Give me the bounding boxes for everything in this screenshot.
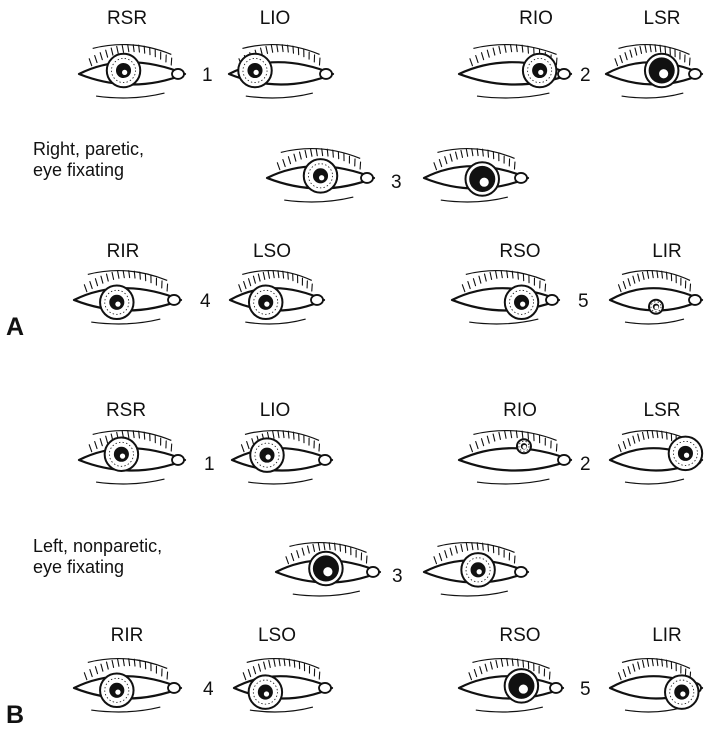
muscle-label-lir: LIR bbox=[652, 626, 682, 645]
muscle-label-lso: LSO bbox=[258, 626, 296, 645]
position-number-4: 4 bbox=[200, 292, 211, 311]
position-number-2: 2 bbox=[580, 455, 591, 474]
muscle-label-lsr: LSR bbox=[644, 401, 681, 420]
eye-a2-right bbox=[455, 38, 575, 100]
fixation-description: Left, nonparetic, eye fixating bbox=[33, 536, 162, 577]
eye-b3-right bbox=[272, 536, 384, 598]
muscle-label-lsr: LSR bbox=[644, 9, 681, 28]
muscle-label-rsr: RSR bbox=[107, 9, 147, 28]
eye-a5-left bbox=[606, 264, 706, 326]
muscle-label-rsr: RSR bbox=[106, 401, 146, 420]
eye-a1-left bbox=[225, 38, 337, 100]
position-number-1: 1 bbox=[202, 66, 213, 85]
panel-label-a: A bbox=[6, 315, 24, 340]
position-number-2: 2 bbox=[580, 66, 591, 85]
eye-b1-left bbox=[228, 424, 336, 486]
muscle-label-lio: LIO bbox=[260, 9, 291, 28]
eye-a4-right bbox=[70, 264, 185, 326]
eye-b2-right bbox=[455, 424, 575, 486]
position-number-5: 5 bbox=[578, 292, 589, 311]
position-number-5: 5 bbox=[580, 680, 591, 699]
eye-a3-right bbox=[263, 142, 378, 204]
eye-b2-left bbox=[606, 424, 706, 486]
muscle-label-rso: RSO bbox=[499, 242, 540, 261]
muscle-label-lir: LIR bbox=[652, 242, 682, 261]
fixation-description: Right, paretic, eye fixating bbox=[33, 139, 144, 180]
position-number-1: 1 bbox=[204, 455, 215, 474]
eye-b5-right bbox=[455, 652, 567, 714]
muscle-label-rir: RIR bbox=[107, 242, 140, 261]
position-number-3: 3 bbox=[392, 567, 403, 586]
position-number-4: 4 bbox=[203, 680, 214, 699]
eye-b4-right bbox=[70, 652, 185, 714]
position-number-3: 3 bbox=[391, 173, 402, 192]
eye-a1-right bbox=[75, 38, 189, 100]
eye-b4-left bbox=[230, 652, 336, 714]
muscle-label-lio: LIO bbox=[260, 401, 291, 420]
eye-a5-right bbox=[448, 264, 563, 326]
eye-b3-left bbox=[420, 536, 532, 598]
eye-b5-left bbox=[606, 652, 706, 714]
eye-b1-right bbox=[75, 424, 189, 486]
eye-a4-left bbox=[226, 264, 328, 326]
muscle-label-rio: RIO bbox=[519, 9, 553, 28]
muscle-label-rio: RIO bbox=[503, 401, 537, 420]
muscle-label-rso: RSO bbox=[499, 626, 540, 645]
panel-label-b: B bbox=[6, 703, 24, 728]
muscle-label-lso: LSO bbox=[253, 242, 291, 261]
eye-a3-left bbox=[420, 142, 532, 204]
muscle-label-rir: RIR bbox=[111, 626, 144, 645]
eye-a2-left bbox=[602, 38, 706, 100]
